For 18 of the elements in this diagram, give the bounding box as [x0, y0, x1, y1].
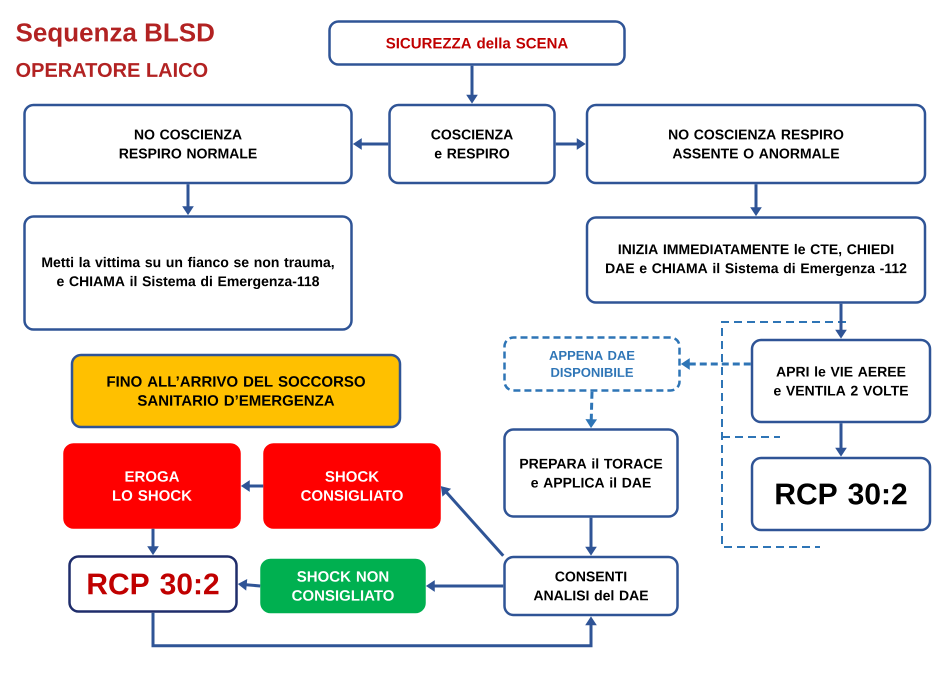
dashed-box: APPENA DAE DISPONIBILE — [503, 336, 681, 392]
step-box: INIZIA IMMEDIATAMENTE le CTE, CHIEDI DAE e CHIAMA il Sistema di Emergenza -112 — [586, 216, 926, 304]
step-box: NO COSCIENZA RESPIRO NORMALE — [23, 104, 353, 184]
shock-box: SHOCK CONSIGLIATO — [263, 443, 441, 529]
step-box: CONSENTI ANALISI del DAE — [503, 556, 679, 616]
step-box: COSCIENZA e RESPIRO — [388, 104, 556, 184]
title: Sequenza BLSD — [16, 23, 214, 47]
step-box: SICUREZZA della SCENA — [328, 20, 626, 66]
note-box: FINO ALL’ARRIVO DEL SOCCORSO SANITARIO D’EMERGENZA — [70, 354, 402, 428]
step-box: RCP 30:2 — [750, 456, 932, 532]
step-box: PREPARA il TORACE e APPLICA il DAE — [503, 428, 679, 518]
step-box: APRI le VIE AEREE e VENTILA 2 VOLTE — [750, 338, 932, 424]
no-shock-box: SHOCK NON CONSIGLIATO — [260, 558, 426, 614]
shock-box: EROGA LO SHOCK — [63, 443, 241, 529]
step-box: Metti la vittima su un fianco se non trauma, e CHIAMA il Sistema di Emergenza-118 — [23, 215, 353, 331]
step-box: RCP 30:2 — [68, 555, 238, 613]
subtitle: OPERATORE LAICO — [16, 62, 208, 78]
step-box: NO COSCIENZA RESPIRO ASSENTE O ANORMALE — [586, 104, 926, 184]
